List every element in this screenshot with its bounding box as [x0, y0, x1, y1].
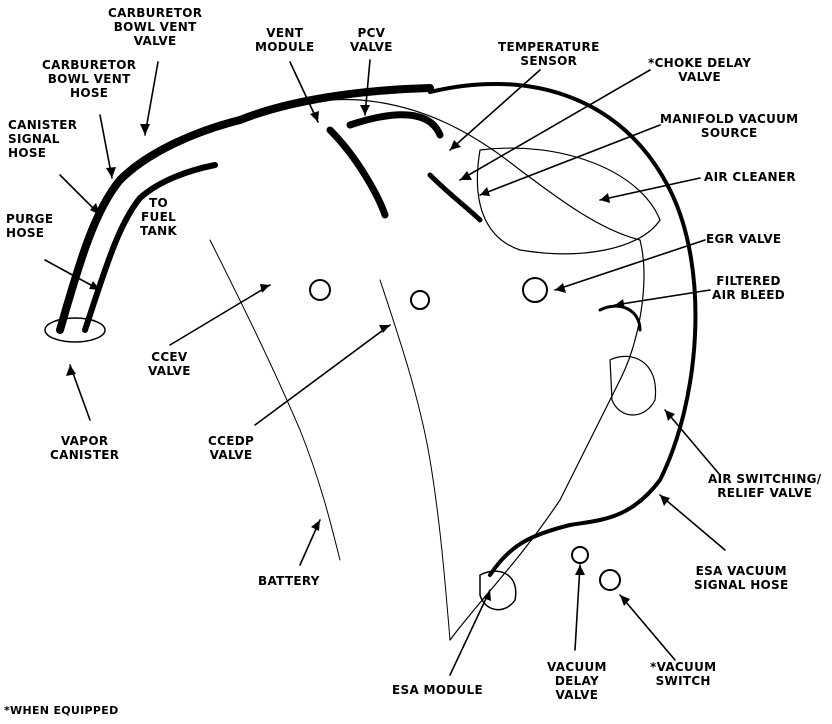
vacuum-switch-body — [599, 569, 621, 591]
label-to-fuel-tank: TO FUEL TANK — [140, 196, 178, 238]
engine-block — [129, 98, 645, 641]
relief-valve-body — [609, 355, 657, 416]
leader-esa-signal-hose — [659, 494, 726, 551]
label-egr-valve: EGR VALVE — [706, 232, 782, 246]
air-cleaner-housing — [476, 147, 661, 255]
label-pcv-valve: PCV VALVE — [350, 26, 393, 54]
leader-filtered-air-bleed — [614, 289, 711, 306]
choke-hose — [427, 172, 483, 223]
label-carburetor-bowl-vent-valve: CARBURETOR BOWL VENT VALVE — [108, 6, 203, 48]
leader-ccedp-valve — [254, 324, 391, 426]
ccev-valve-body — [309, 279, 331, 301]
label-air-switching-relief-valve: AIR SWITCHING/ RELIEF VALVE — [708, 472, 822, 500]
leader-purge-hose — [44, 259, 101, 291]
label-filtered-air-bleed: FILTERED AIR BLEED — [712, 274, 786, 302]
label-esa-vacuum-signal-hose: ESA VACUUM SIGNAL HOSE — [694, 564, 789, 592]
footnote-when-equipped: *WHEN EQUIPPED — [4, 704, 119, 717]
air-bleed-hose — [598, 304, 642, 332]
bowl-vent-hose — [236, 84, 434, 124]
label-vacuum-switch: *VACUUM SWITCH — [650, 660, 717, 688]
block-left-side — [209, 239, 341, 561]
label-choke-delay-valve: *CHOKE DELAY VALVE — [648, 56, 752, 84]
leader-lines — [44, 59, 726, 676]
label-carburetor-bowl-vent-hose: CARBURETOR BOWL VENT HOSE — [42, 58, 137, 100]
leader-air-cleaner — [599, 177, 701, 201]
label-temperature-sensor: TEMPERATURE SENSOR — [498, 40, 600, 68]
leader-carb-bowl-vent-valve — [144, 61, 159, 136]
label-ccev-valve: CCEV VALVE — [148, 350, 191, 378]
leader-choke-delay-valve — [459, 69, 651, 181]
leader-ccev-valve — [169, 284, 271, 346]
label-air-cleaner: AIR CLEANER — [704, 170, 796, 184]
canister-hose-outer — [56, 116, 244, 334]
leader-arrowheads — [66, 105, 675, 606]
pcv-hose — [346, 111, 444, 139]
leader-temperature-sensor — [449, 69, 541, 151]
label-purge-hose: PURGE HOSE — [6, 212, 54, 240]
vent-module-hose — [326, 126, 389, 219]
leader-esa-module — [449, 589, 491, 676]
label-manifold-vacuum-source: MANIFOLD VACUUM SOURCE — [660, 112, 799, 140]
leader-manifold-vacuum-source — [479, 124, 661, 196]
label-vacuum-delay-valve: VACUUM DELAY VALVE — [547, 660, 607, 702]
label-esa-module: ESA MODULE — [392, 683, 483, 697]
leader-egr-valve — [554, 239, 706, 291]
esa-module-body — [479, 570, 517, 611]
vacuum-delay-valve-body — [571, 546, 589, 564]
vapor-canister-body — [44, 317, 106, 343]
label-ccedp-valve: CCEDP VALVE — [208, 434, 255, 462]
esa-vacuum-signal-hose — [428, 81, 698, 577]
leader-relief-valve — [664, 409, 721, 476]
leader-vent-module — [289, 61, 319, 123]
leader-vacuum-switch — [619, 594, 676, 661]
egr-valve-body — [522, 277, 548, 303]
leader-carb-bowl-vent-hose — [99, 114, 113, 179]
block-front — [379, 279, 451, 641]
canister-hose-inner — [82, 162, 218, 333]
label-battery: BATTERY — [258, 574, 320, 588]
label-vapor-canister: VAPOR CANISTER — [50, 434, 120, 462]
label-canister-signal-hose: CANISTER SIGNAL HOSE — [8, 118, 78, 160]
leader-vacuum-delay-valve — [574, 564, 581, 651]
label-vent-module: VENT MODULE — [255, 26, 315, 54]
ccedp-valve-body — [410, 290, 430, 310]
